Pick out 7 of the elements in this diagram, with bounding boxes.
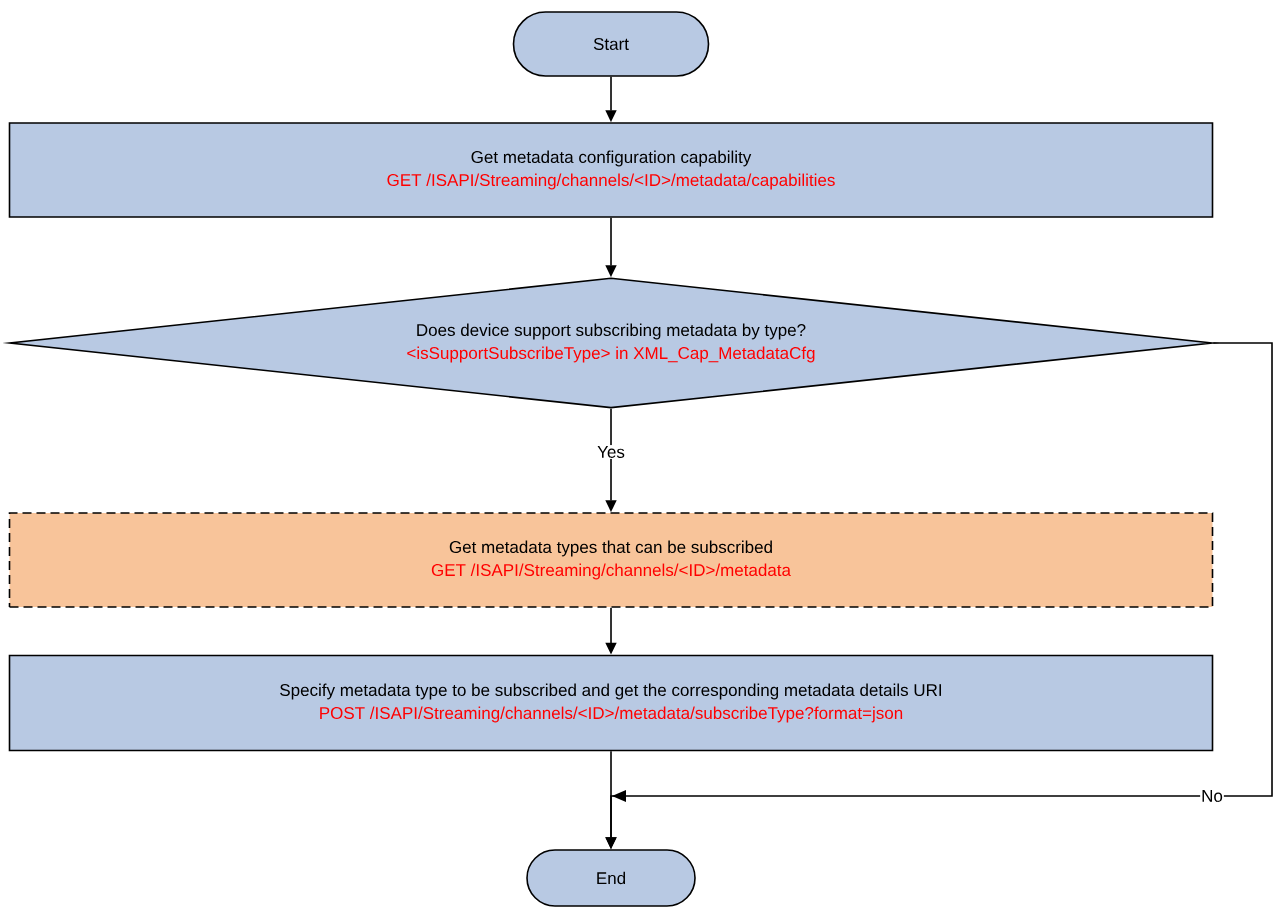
process-box: Specify metadata type to be subscribed and get the corresponding metadata details URI POST /ISAPI/Streaming/channels/<ID>/metadata/subscribeType?format=json	[8, 654, 1214, 752]
end-terminal: End	[526, 849, 696, 907]
optional-process-box: Get metadata types that can be subscribed GET /ISAPI/Streaming/channels/<ID>/metadata	[8, 512, 1214, 608]
edge-label: Yes	[596, 445, 626, 459]
start-terminal: Start	[512, 11, 710, 77]
edge-label: No	[1200, 789, 1224, 803]
process-box: Get metadata configuration capability GET /ISAPI/Streaming/channels/<ID>/metadata/capabilities	[8, 122, 1214, 218]
